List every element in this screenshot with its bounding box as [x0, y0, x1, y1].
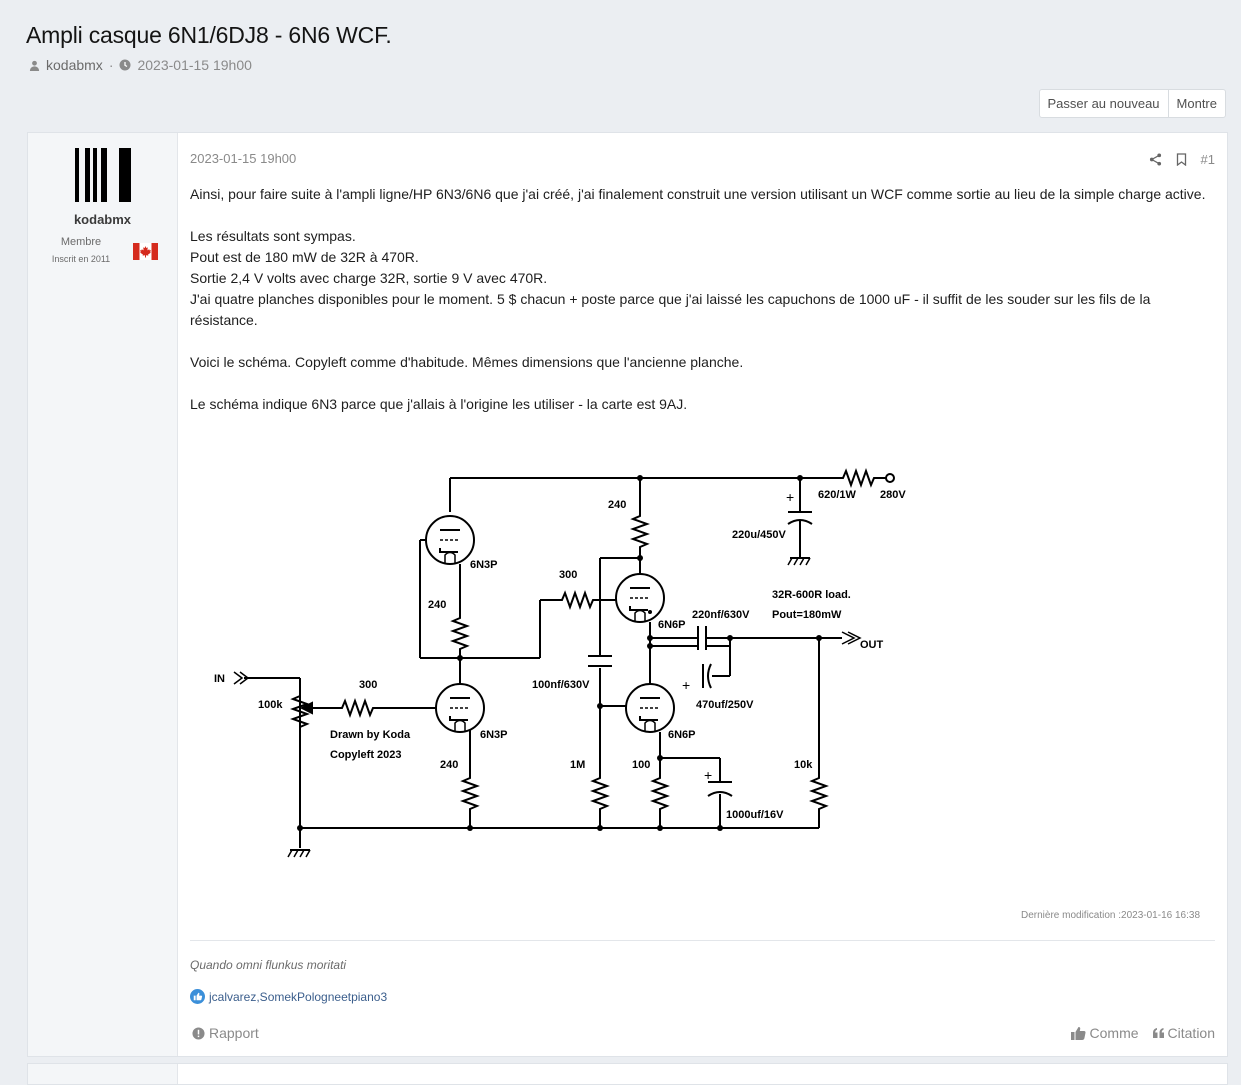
- svg-text:+: +: [682, 677, 690, 693]
- reaction-users[interactable]: jcalvarez,SomekPologneetpiano3: [209, 989, 388, 1004]
- label-r-1m: 1M: [570, 759, 585, 771]
- label-r-100: 100: [632, 759, 650, 771]
- label-c-bypass: 1000uf/16V: [726, 809, 784, 821]
- label-r-supply: 620/1W: [818, 489, 857, 501]
- thread-meta: kodabmx · 2023-01-15 19h00: [29, 57, 252, 73]
- label-pot: 100k: [258, 699, 283, 711]
- label-out: OUT: [860, 639, 884, 651]
- label-supply: 280V: [880, 489, 906, 501]
- signature-divider: [190, 940, 1215, 941]
- like-label: Comme: [1089, 1025, 1139, 1041]
- user-joined: Inscrit en 2011: [51, 254, 111, 264]
- post-paragraph-group: Les résultats sont sympas. Pout est de 1…: [190, 226, 1210, 331]
- label-tube1: 6N3P: [470, 559, 498, 571]
- label-tube3: 6N6P: [658, 619, 686, 631]
- post-main: 2023-01-15 19h00 #1 Ainsi, pour faire su…: [178, 133, 1227, 1056]
- post-line: Sortie 2,4 V volts avec charge 32R, sort…: [190, 270, 548, 286]
- post-paragraph: Ainsi, pour faire suite à l'ampli ligne/…: [190, 186, 1206, 202]
- user-role: Membre: [60, 236, 102, 248]
- label-r-mid: 240: [428, 599, 446, 611]
- like-reaction-icon: [190, 989, 205, 1004]
- like-button[interactable]: Comme: [1070, 1025, 1139, 1041]
- label-pout: Pout=180mW: [772, 609, 842, 621]
- signature: Quando omni flunkus moritati: [190, 958, 347, 972]
- post-actions: #1: [1149, 152, 1215, 167]
- show-button[interactable]: Montre: [1167, 90, 1225, 117]
- thread-date[interactable]: 2023-01-15 19h00: [137, 57, 252, 73]
- post-paragraph: Voici le schéma. Copyleft comme d'habitu…: [190, 354, 744, 370]
- label-credit1: Drawn by Koda: [330, 729, 411, 741]
- report-label: Rapport: [209, 1025, 259, 1041]
- last-edit: Dernière modification :2023-01-16 16:38: [1021, 910, 1200, 921]
- label-r-grid2: 300: [559, 569, 577, 581]
- label-c-couple: 100nf/630V: [532, 679, 590, 691]
- post-user-panel: kodabmx Membre Inscrit en 2011: [28, 133, 178, 1056]
- next-post-user-panel: [28, 1064, 178, 1084]
- thumbs-up-icon: [1070, 1027, 1086, 1040]
- schematic-diagram[interactable]: + + + 280V 620/1W 220u/450V 240 6N3P 240…: [214, 460, 954, 870]
- label-credit2: Copyleft 2023: [330, 749, 402, 761]
- label-load: 32R-600R load.: [772, 589, 851, 601]
- label-r-grid1: 300: [359, 679, 377, 691]
- post-card: kodabmx Membre Inscrit en 2011 2023-01-1…: [27, 132, 1228, 1057]
- post-footer-actions: Comme Citation: [1070, 1025, 1215, 1041]
- user-icon: [29, 60, 40, 71]
- jump-new-button[interactable]: Passer au nouveau: [1047, 96, 1160, 111]
- post-paragraph: Le schéma indique 6N3 parce que j'allais…: [190, 396, 688, 412]
- post-line: J'ai quatre planches disponibles pour le…: [190, 291, 1151, 328]
- label-c-supply: 220u/450V: [732, 529, 786, 541]
- label-r-cath1: 240: [440, 759, 458, 771]
- canada-flag-icon: [133, 243, 158, 260]
- label-c-out2: 470uf/250V: [696, 699, 754, 711]
- label-in: IN: [214, 673, 225, 685]
- thread-author[interactable]: kodabmx: [46, 57, 103, 73]
- page-title: Ampli casque 6N1/6DJ8 - 6N6 WCF.: [26, 22, 392, 48]
- quote-button[interactable]: Citation: [1152, 1025, 1215, 1041]
- quote-label: Citation: [1167, 1025, 1215, 1041]
- clock-icon: [119, 59, 131, 71]
- label-r-top: 240: [608, 499, 626, 511]
- report-icon: [192, 1026, 205, 1040]
- svg-text:+: +: [704, 767, 712, 783]
- avatar[interactable]: [75, 148, 131, 202]
- post-body: Ainsi, pour faire suite à l'ampli ligne/…: [190, 184, 1210, 415]
- post-number[interactable]: #1: [1200, 152, 1215, 167]
- label-tube4: 6N6P: [668, 729, 696, 741]
- post-date[interactable]: 2023-01-15 19h00: [190, 151, 297, 166]
- svg-text:+: +: [786, 489, 794, 505]
- label-c-out1: 220nf/630V: [692, 609, 750, 621]
- report-link[interactable]: Rapport: [192, 1025, 259, 1041]
- quote-icon: [1152, 1028, 1164, 1038]
- thread-button-group: Passer au nouveau Montre: [1038, 89, 1226, 118]
- label-tube2: 6N3P: [480, 729, 508, 741]
- bookmark-icon[interactable]: [1176, 153, 1187, 166]
- post-username[interactable]: kodabmx: [73, 212, 132, 227]
- post-line: Les résultats sont sympas.: [190, 228, 356, 244]
- label-r-10k: 10k: [794, 759, 813, 771]
- meta-separator: ·: [108, 57, 114, 73]
- reactions-bar: jcalvarez,SomekPologneetpiano3: [190, 989, 387, 1004]
- next-post-card: [27, 1063, 1228, 1085]
- post-line: Pout est de 180 mW de 32R à 470R.: [190, 249, 419, 265]
- share-icon[interactable]: [1149, 153, 1162, 166]
